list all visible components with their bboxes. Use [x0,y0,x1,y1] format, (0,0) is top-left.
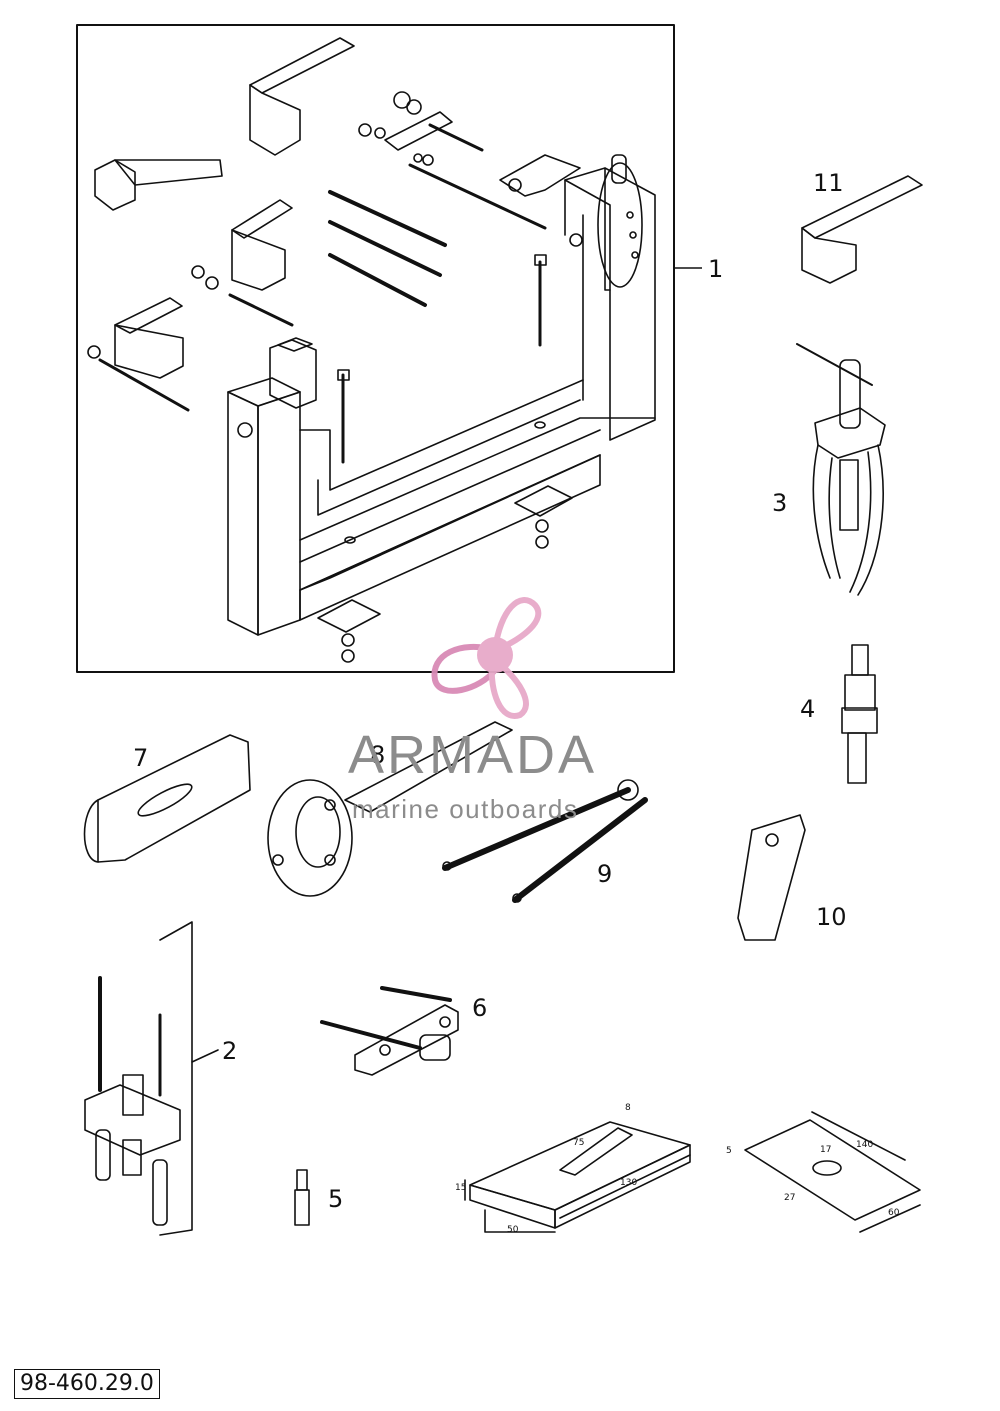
wooden-block-drawing [464,1121,691,1233]
dim-hole-offset: 27 [784,1193,795,1203]
gauge-10-drawing [737,814,806,941]
adapter-4-drawing [841,644,878,784]
puller-6-drawing [320,986,459,1076]
dim-slot-length: 75 [573,1138,584,1148]
spanner-7-drawing [83,734,251,863]
engine-stand-drawing [227,154,656,663]
callout-8: 8 [370,741,386,769]
watermark-title: ARMADA [348,725,598,785]
gauge-plate-drawing [744,1111,921,1233]
pin-wrench-9-drawing [442,779,648,903]
plug-5-drawing [294,1169,310,1226]
kit-frame [76,24,675,673]
bracket-11-drawing [801,175,923,284]
callout-1: 1 [708,255,724,283]
document-number: 98-460.29.0 [14,1369,160,1400]
stand-brackets-drawing [94,37,355,379]
dim-block-height: 15 [455,1183,466,1193]
callout-5: 5 [328,1185,344,1213]
callout-3: 3 [772,489,788,517]
watermark-subtitle: marine outboards [352,794,579,824]
gear-puller-3-drawing [796,343,886,596]
watermark-logo [431,597,542,719]
callout-2: 2 [222,1037,238,1065]
dim-block-length: 130 [620,1178,637,1188]
stand-threaded-rods-drawing [87,91,547,412]
callout-4: 4 [800,695,816,723]
dim-plate-thickness: 5 [726,1146,732,1156]
puller-2-drawing [84,921,219,1236]
dim-hole-diameter: 17 [820,1145,831,1155]
dim-plate-width: 60 [888,1208,900,1218]
flywheel-holder-8-drawing [267,721,513,897]
callout-10: 10 [816,903,847,931]
callout-6: 6 [472,994,488,1022]
dim-block-width: 50 [507,1225,519,1235]
callout-7: 7 [133,744,149,772]
dim-plate-length: 140 [856,1140,873,1150]
callout-11: 11 [813,169,844,197]
dim-slot-width: 8 [625,1103,631,1113]
callout-9: 9 [597,860,613,888]
